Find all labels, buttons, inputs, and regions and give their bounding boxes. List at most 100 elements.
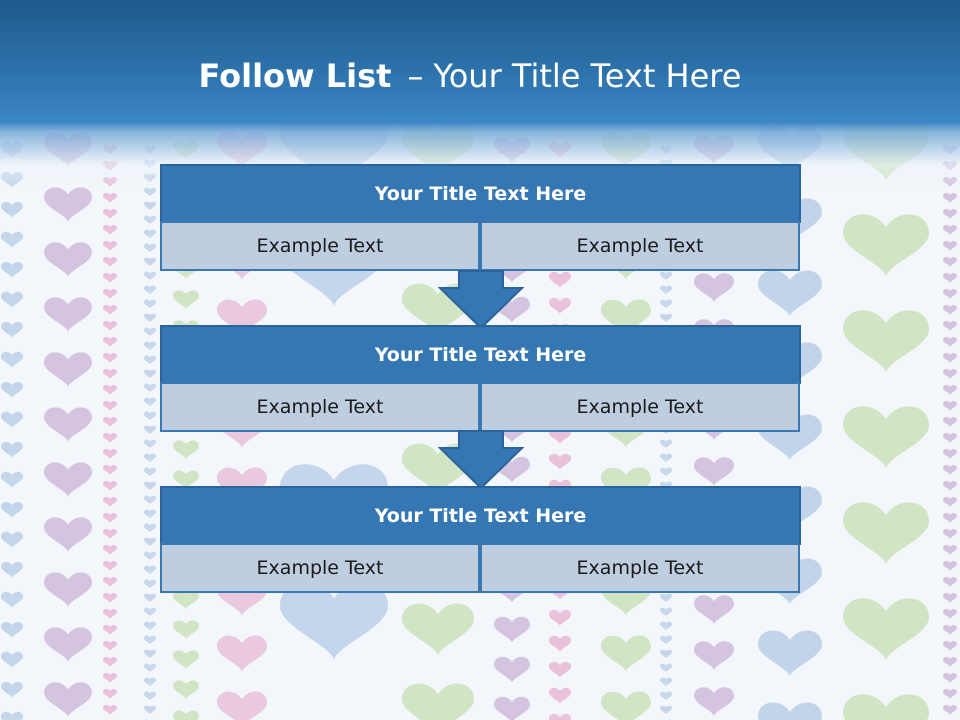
step-1: Your Title Text Here Example Text Exampl… <box>160 164 801 271</box>
step-cell-left: Example Text <box>160 543 480 593</box>
heart-icon <box>144 649 156 659</box>
heart-icon <box>103 608 117 619</box>
heart-icon <box>144 579 156 589</box>
heart-icon <box>144 369 156 379</box>
heart-icon <box>1 591 23 608</box>
heart-icon <box>173 680 199 700</box>
heart-icon <box>103 208 117 219</box>
heart-icon <box>44 682 92 717</box>
heart-icon <box>103 416 117 427</box>
heart-icon <box>144 425 156 435</box>
heart-icon <box>549 713 571 720</box>
heart-icon <box>843 214 929 277</box>
heart-icon <box>144 663 156 673</box>
step-cell-right: Example Text <box>480 543 800 593</box>
heart-icon <box>44 297 92 332</box>
heart-icon <box>843 502 929 565</box>
heart-icon <box>103 304 117 315</box>
heart-icon <box>103 192 117 203</box>
heart-icon <box>843 598 929 661</box>
heart-icon <box>144 313 156 323</box>
heart-icon <box>1 441 23 458</box>
heart-icon <box>660 705 672 715</box>
heart-icon <box>660 607 672 617</box>
heart-icon <box>103 224 117 235</box>
heart-icon <box>660 453 672 463</box>
heart-icon <box>1 561 23 578</box>
heart-icon <box>44 572 92 607</box>
heart-icon <box>1 411 23 428</box>
heart-icon <box>549 271 571 288</box>
heart-icon <box>144 467 156 477</box>
heart-icon <box>943 608 957 619</box>
step-title: Your Title Text Here <box>160 325 801 384</box>
heart-icon <box>217 635 267 672</box>
heart-icon <box>660 663 672 673</box>
heart-icon <box>943 192 957 203</box>
heart-icon <box>1 291 23 308</box>
heart-icon <box>103 240 117 251</box>
slide-title: Follow List–Your Title Text Here <box>0 52 940 100</box>
heart-icon <box>943 336 957 347</box>
heart-icon <box>103 624 117 635</box>
heart-icon <box>549 609 571 626</box>
heart-icon <box>943 208 957 219</box>
heart-icon <box>402 603 474 656</box>
slide-title-bold: Follow List <box>198 57 392 95</box>
heart-icon <box>44 627 92 662</box>
heart-icon <box>943 512 957 523</box>
heart-icon <box>103 640 117 651</box>
heart-icon <box>103 368 117 379</box>
heart-icon <box>758 270 822 317</box>
heart-icon <box>103 528 117 539</box>
heart-icon <box>660 313 672 323</box>
heart-icon <box>103 336 117 347</box>
heart-icon <box>103 544 117 555</box>
heart-icon <box>943 304 957 315</box>
heart-icon <box>758 630 822 677</box>
heart-icon <box>660 635 672 645</box>
heart-icon <box>144 229 156 239</box>
heart-icon <box>144 621 156 631</box>
heart-icon <box>1 471 23 488</box>
heart-icon <box>402 683 474 720</box>
heart-icon <box>103 320 117 331</box>
heart-icon <box>943 400 957 411</box>
heart-icon <box>943 288 957 299</box>
heart-icon <box>1 501 23 518</box>
header-band <box>0 0 960 190</box>
heart-icon <box>144 495 156 505</box>
heart-icon <box>943 672 957 683</box>
heart-icon <box>943 448 957 459</box>
heart-icon <box>103 576 117 587</box>
heart-icon <box>494 616 530 643</box>
heart-icon <box>44 242 92 277</box>
heart-icon <box>1 261 23 278</box>
heart-icon <box>943 352 957 363</box>
heart-icon <box>103 384 117 395</box>
heart-icon <box>103 448 117 459</box>
heart-icon <box>173 710 199 720</box>
heart-icon <box>144 537 156 547</box>
heart-icon <box>144 257 156 267</box>
heart-icon <box>103 512 117 523</box>
heart-icon <box>660 439 672 449</box>
heart-icon <box>103 656 117 667</box>
heart-icon <box>943 656 957 667</box>
heart-icon <box>144 453 156 463</box>
heart-icon <box>1 381 23 398</box>
heart-icon <box>144 593 156 603</box>
heart-icon <box>1 351 23 368</box>
heart-icon <box>943 240 957 251</box>
heart-icon <box>943 224 957 235</box>
heart-icon <box>943 560 957 571</box>
heart-icon <box>173 290 199 310</box>
heart-icon <box>103 560 117 571</box>
heart-icon <box>660 271 672 281</box>
heart-icon <box>103 672 117 683</box>
heart-icon <box>144 285 156 295</box>
heart-icon <box>943 416 957 427</box>
heart-icon <box>144 355 156 365</box>
heart-icon <box>144 271 156 281</box>
heart-icon <box>943 528 957 539</box>
